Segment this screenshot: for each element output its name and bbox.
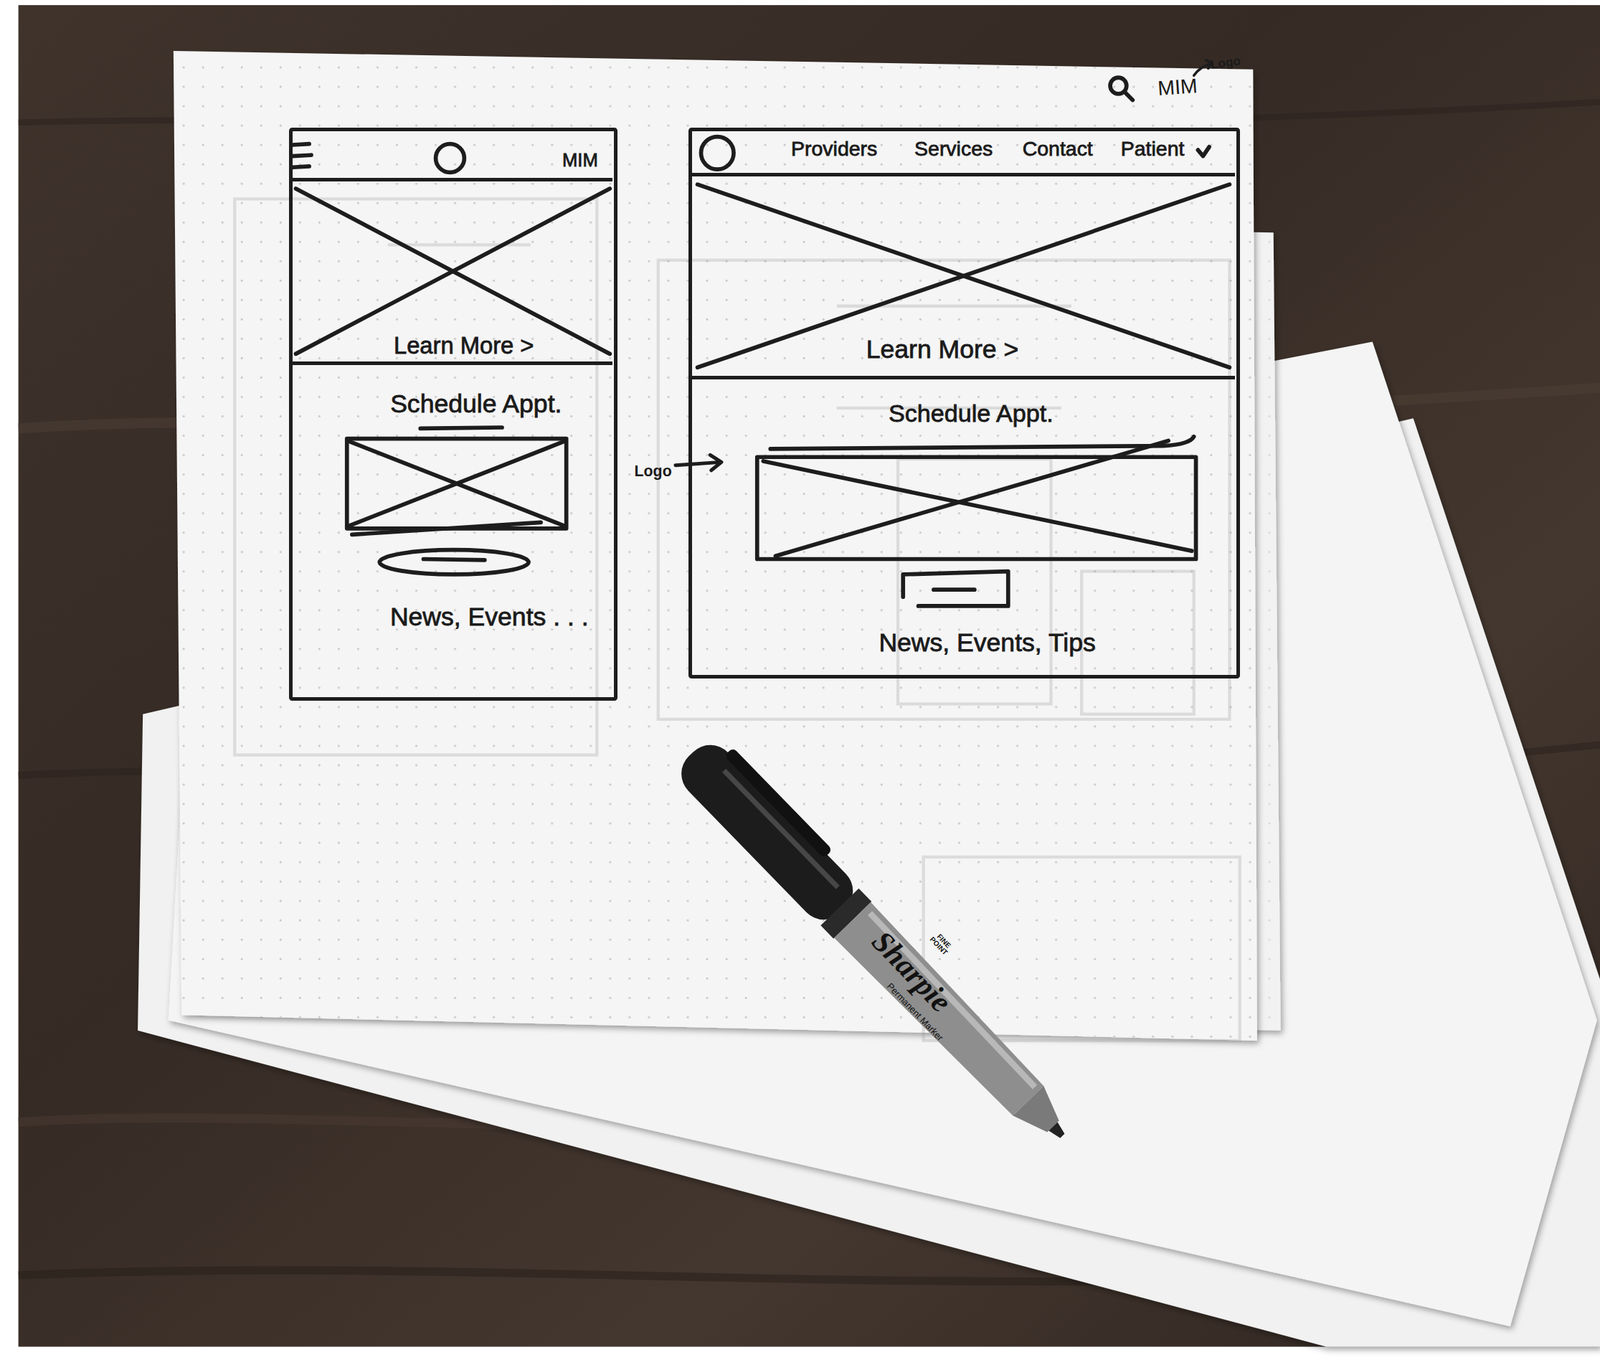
sketch-text: Contact [1022,136,1093,161]
sketch-text: Providers [791,136,878,161]
search-icon [1110,77,1127,94]
wood-table [18,5,1600,1347]
sketch-text: News, Events . . . [390,602,589,632]
handwritten-note: MIM [1156,76,1198,101]
leader-arrow [675,454,722,470]
dot-grid [173,50,1258,1041]
sketch-text: Services [914,136,993,161]
image-placeholder [757,456,1197,559]
sketch-text: Learn More > [393,332,535,360]
dropdown-chevron [1197,147,1210,157]
pen-body [834,902,1047,1119]
sketch-text: Schedule Appt. [390,388,562,419]
logo-circle [436,144,465,173]
cross-line [295,188,610,354]
show-through-sketch [387,244,1072,409]
logo-circle [700,136,734,170]
pen-cap [671,735,863,931]
mobile-frame: MIM Schedule Appt. News, Events . . . Learn… [289,127,618,702]
image-placeholder [347,438,567,529]
pen-tip-cone [1012,1085,1069,1142]
leader-arrow [1194,60,1213,76]
image-top-line [770,436,1194,449]
hero-image-box: Learn More > [692,172,1235,379]
paper-sheet [173,50,1258,1041]
cross-line [295,188,610,354]
hero-image-box: Learn More > [292,177,614,365]
cross-line [697,184,1230,368]
desktop-frame: Providers Services Contact PatientSchedule … [688,127,1240,679]
search-icon [1124,91,1133,100]
sketch-text: Learn More > [866,334,1020,364]
button-pill [379,550,529,575]
button-label-line [423,559,485,561]
pen-cap-highlight [724,770,839,888]
show-through-sketch [658,260,1230,720]
pen-clip [724,747,833,859]
hamburger-icon [292,144,312,168]
underline [420,427,503,429]
handwritten-note: Logo [634,463,672,480]
sketch-text: News, Events, Tips [878,627,1096,657]
image-placeholder-cross [349,441,563,535]
show-through-sketch [1081,571,1195,715]
cross-line [697,184,1230,368]
sketch-text: Schedule Appt. [888,398,1054,427]
show-through-sketch [897,458,1051,704]
sketch-text: MIM [562,149,599,170]
button-rect [902,571,1009,607]
pen-nib [1048,1122,1067,1141]
image-placeholder-cross [763,441,1192,557]
sketch-text: Patient [1120,136,1185,161]
